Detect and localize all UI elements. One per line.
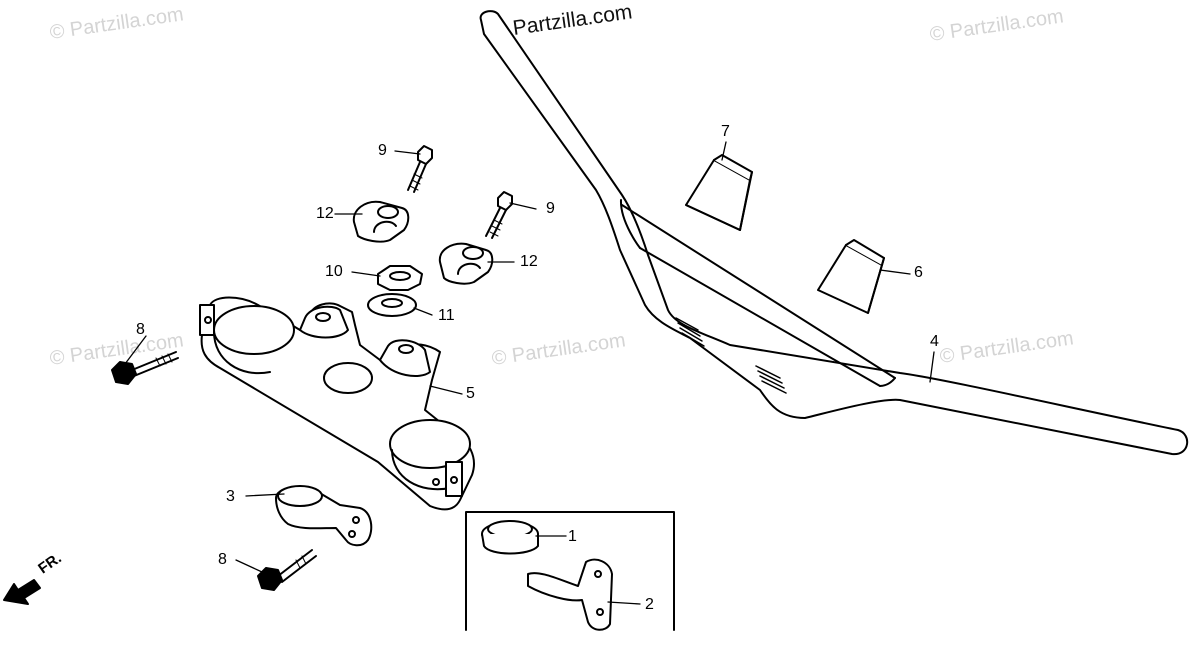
knurl-band-left	[675, 317, 705, 347]
callout-8-left: 8	[136, 321, 145, 338]
callout-9-right: 9	[546, 200, 555, 217]
callout-3: 3	[226, 488, 235, 505]
seal-1-part	[481, 520, 539, 555]
holder-12-left-part	[352, 200, 410, 243]
callout-12-right: 12	[520, 253, 538, 270]
leader-lines	[121, 141, 935, 605]
callout-1: 1	[568, 528, 577, 545]
callout-7: 7	[721, 123, 730, 140]
washer-11-part	[367, 293, 417, 317]
callout-2: 2	[645, 596, 654, 613]
nut-10-part	[377, 265, 423, 291]
bolt-8-left-part	[111, 351, 179, 385]
fork-bridge-part	[199, 296, 475, 511]
bolt-8-bottom-part	[257, 549, 317, 591]
handlebar-part	[479, 10, 1188, 456]
callout-4: 4	[930, 333, 939, 350]
callout-12-left: 12	[316, 205, 334, 222]
bolt-9-upper-part	[407, 145, 433, 193]
holder-12-right-part	[438, 242, 494, 285]
callout-11: 11	[438, 307, 455, 324]
callout-6: 6	[914, 264, 923, 281]
knurl-band-right	[755, 365, 787, 394]
pad-6-part	[817, 239, 885, 314]
front-direction-arrow	[3, 579, 41, 605]
callout-5: 5	[466, 385, 475, 402]
bracket-2-part	[527, 558, 613, 631]
clamp-holder-3-part	[275, 485, 373, 547]
callout-10: 10	[325, 263, 343, 280]
callout-8-bottom: 8	[218, 551, 227, 568]
bolt-9-right-part	[485, 191, 513, 239]
pad-7-part	[685, 154, 753, 231]
callout-9-upper: 9	[378, 142, 387, 159]
